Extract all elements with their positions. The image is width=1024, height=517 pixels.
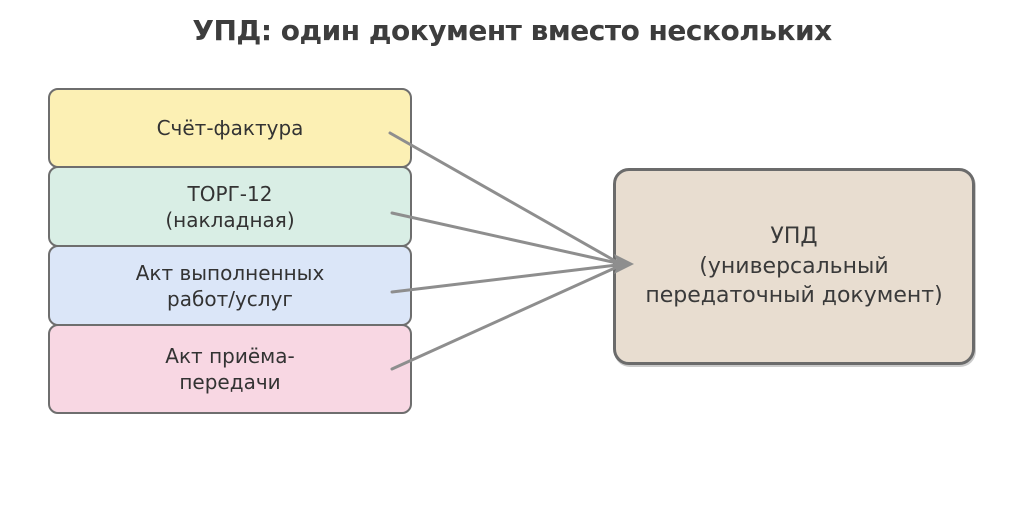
source-doc-transfer-act-label: Акт приёма- передачи	[165, 344, 295, 394]
source-doc-works-act: Акт выполненных работ/услуг	[48, 245, 412, 326]
target-doc-upd-label: УПД (универсальный передаточный документ…	[645, 223, 943, 309]
source-doc-invoice: Счёт-фактура	[48, 88, 412, 168]
diagram-title: УПД: один документ вместо нескольких	[192, 14, 832, 47]
source-doc-transfer-act: Акт приёма- передачи	[48, 324, 412, 414]
arrow-line-torg12	[390, 211, 619, 265]
arrow-line-invoice	[388, 131, 619, 264]
source-documents-stack: Счёт-фактура ТОРГ-12 (накладная) Акт вып…	[48, 88, 412, 414]
arrow-line-works-act	[390, 263, 619, 294]
source-doc-invoice-label: Счёт-фактура	[156, 116, 304, 140]
source-doc-torg12-label: ТОРГ-12 (накладная)	[165, 181, 295, 232]
source-doc-torg12: ТОРГ-12 (накладная)	[48, 166, 412, 247]
source-doc-works-act-label: Акт выполненных работ/услуг	[135, 260, 325, 311]
target-doc-upd: УПД (универсальный передаточный документ…	[613, 168, 975, 365]
arrow-line-transfer-act	[390, 265, 619, 371]
